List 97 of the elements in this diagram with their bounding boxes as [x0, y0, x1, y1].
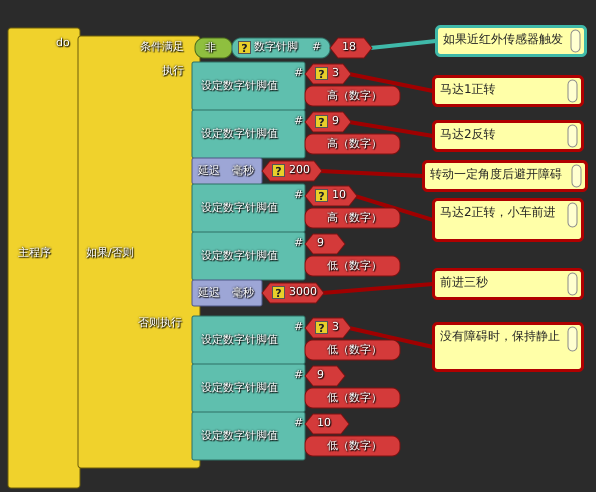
block-label: 9 — [317, 236, 324, 250]
block-label: 3000 — [289, 285, 317, 299]
block-label: 条件满足 — [140, 40, 184, 54]
block-label: 主程序 — [18, 246, 51, 260]
block-label: 10 — [332, 188, 346, 202]
block-label: 设定数字针脚值 — [201, 201, 278, 215]
set-pin-block — [192, 412, 305, 460]
number-block — [305, 186, 357, 206]
number-block — [305, 64, 351, 84]
leader-line — [348, 72, 434, 93]
number-block — [305, 318, 351, 338]
block-label: 低（数字） — [327, 259, 382, 273]
digital-pin-block — [232, 38, 330, 58]
block-label: 9 — [317, 368, 324, 382]
block-label: 18 — [342, 40, 356, 54]
leader-line — [354, 194, 434, 222]
block-label: 低（数字） — [327, 391, 382, 405]
block-label: 高（数字） — [327, 89, 382, 103]
level-block — [305, 86, 400, 106]
block-label: 如果/否则 — [86, 246, 134, 260]
comment-note — [422, 160, 588, 192]
set-pin-block — [192, 62, 305, 110]
block-label: 高（数字） — [327, 211, 382, 225]
question-mark-icon: ? — [272, 286, 285, 299]
set-pin-block — [192, 232, 305, 280]
block-label: 3 — [332, 320, 339, 334]
block-label: 设定数字针脚值 — [201, 127, 278, 141]
block-label: 延迟 — [198, 286, 220, 300]
block-label: # — [294, 368, 304, 382]
question-mark-icon: ? — [315, 189, 328, 202]
block-label: 低（数字） — [327, 343, 382, 357]
block-label: 设定数字针脚值 — [201, 429, 278, 443]
leader-line — [320, 169, 424, 178]
leader-line — [322, 282, 434, 295]
comment-text: 马达2反转 — [440, 126, 497, 142]
block-label: 否则执行 — [138, 316, 182, 330]
number-block — [305, 112, 351, 132]
comment-note — [432, 322, 584, 372]
comment-note — [432, 75, 584, 107]
question-mark-icon: ? — [315, 321, 328, 334]
question-mark-icon: ? — [238, 41, 251, 54]
block-label: # — [294, 416, 304, 430]
block-label: # — [294, 236, 304, 250]
set-pin-block — [192, 184, 305, 232]
number-block — [262, 283, 324, 303]
main-program-block — [8, 28, 80, 488]
level-block — [305, 436, 400, 456]
delay-block — [192, 158, 262, 184]
block-label: 设定数字针脚值 — [201, 79, 278, 93]
question-mark-icon: ? — [315, 115, 328, 128]
block-label: 设定数字针脚值 — [201, 333, 278, 347]
comment-note — [432, 268, 584, 300]
block-label: 数字针脚 — [254, 40, 298, 54]
block-label: 高（数字） — [327, 137, 382, 151]
block-label: 毫秒 — [232, 286, 254, 300]
block-label: 非 — [205, 41, 216, 55]
block-label: # — [312, 40, 322, 54]
block-label: 9 — [332, 114, 339, 128]
block-label: 3 — [332, 66, 339, 80]
block-label: 设定数字针脚值 — [201, 381, 278, 395]
block-label: # — [294, 188, 304, 202]
comment-text: 转动一定角度后避开障碍 — [430, 166, 563, 182]
level-block — [305, 134, 400, 154]
comment-text: 前进三秒 — [440, 274, 489, 290]
number-block — [262, 161, 322, 181]
level-block — [305, 208, 400, 228]
block-label: 延迟 — [198, 164, 220, 178]
set-pin-block — [192, 316, 305, 364]
comment-text: 没有障碍时，保持静止 — [440, 328, 561, 344]
leader-line — [370, 39, 436, 50]
set-pin-block — [192, 110, 305, 158]
block-label: 设定数字针脚值 — [201, 249, 278, 263]
comment-text: 如果近红外传感器触发 — [443, 31, 564, 47]
block-label: do — [56, 36, 70, 50]
number-block — [330, 38, 372, 58]
block-label: 10 — [317, 416, 331, 430]
leader-line — [348, 120, 434, 138]
question-mark-icon: ? — [272, 164, 285, 177]
level-block — [305, 340, 400, 360]
block-label: 执行 — [162, 64, 184, 78]
comment-note — [435, 25, 587, 57]
block-label: 低（数字） — [327, 439, 382, 453]
comment-text: 马达1正转 — [440, 81, 497, 97]
question-mark-icon: ? — [315, 67, 328, 80]
leader-line — [348, 326, 434, 349]
block-label: # — [294, 66, 304, 80]
block-label: # — [294, 114, 304, 128]
comment-note — [432, 198, 584, 242]
not-block — [195, 38, 232, 58]
set-pin-block — [192, 364, 305, 412]
if-else-block — [78, 36, 200, 468]
comment-text: 马达2正转，小车前进 — [440, 204, 557, 220]
block-label: # — [294, 320, 304, 334]
comment-note — [432, 120, 584, 152]
block-label: 200 — [289, 163, 310, 177]
delay-block — [192, 280, 262, 306]
block-label: 毫秒 — [232, 164, 254, 178]
